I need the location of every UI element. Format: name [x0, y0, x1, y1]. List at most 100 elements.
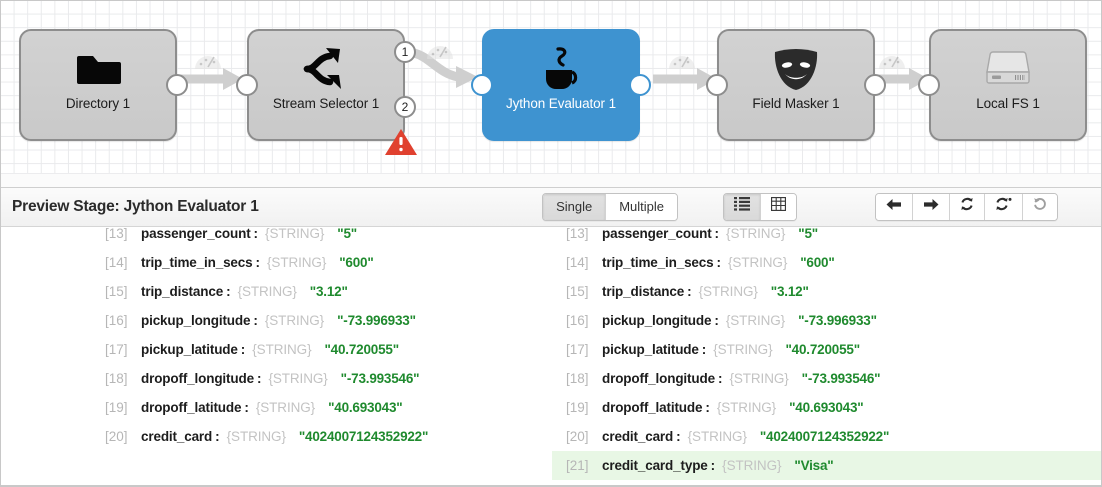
stage-label: Directory 1	[65, 96, 131, 111]
run-preview-button[interactable]	[949, 194, 984, 220]
stage-node-directory[interactable]: Directory 1	[19, 29, 177, 141]
field-name: trip_distance	[141, 284, 224, 299]
arrow-left-icon	[886, 194, 902, 220]
field-index: [16]	[566, 313, 589, 328]
record-field-row[interactable]: [15]trip_distance:{STRING}"3.12"	[552, 277, 1101, 306]
field-index: [20]	[105, 429, 128, 444]
port-jython-input[interactable]	[471, 74, 493, 96]
record-field-row[interactable]: [18]dropoff_longitude:{STRING}"-73.99354…	[1, 364, 552, 393]
field-index: [17]	[105, 342, 128, 357]
field-colon: :	[687, 284, 692, 299]
record-field-row[interactable]: [13]passenger_count:{STRING}"5"	[552, 228, 1101, 248]
preview-toolbar: Preview Stage: Jython Evaluator 1 Single…	[1, 187, 1101, 227]
field-type: {STRING}	[726, 228, 786, 241]
field-value: "-73.993546"	[340, 371, 420, 386]
field-name: pickup_latitude	[141, 342, 238, 357]
record-field-row[interactable]: [14]trip_time_in_secs:{STRING}"600"	[552, 248, 1101, 277]
field-colon: :	[710, 458, 716, 473]
record-field-row[interactable]: [19]dropoff_latitude:{STRING}"40.693043"	[552, 393, 1101, 422]
field-value: "4024007124352922"	[298, 429, 429, 444]
port-number: 2	[401, 100, 409, 114]
port-stream-selector-input[interactable]	[236, 74, 258, 96]
record-field-row[interactable]: [21]credit_card_type:{STRING}"Visa"	[552, 451, 1101, 480]
stage-error-icon[interactable]	[384, 127, 418, 162]
stage-node-field-masker[interactable]: Field Masker 1	[717, 29, 875, 141]
list-view-button[interactable]	[724, 194, 760, 220]
port-directory-output[interactable]	[166, 74, 188, 96]
field-type: {STRING}	[687, 429, 747, 444]
field-colon: :	[717, 371, 723, 386]
undo-icon	[1033, 194, 1047, 220]
list-view-icon	[734, 194, 750, 220]
step-back-button[interactable]	[876, 194, 912, 220]
input-record-panel[interactable]: [13]passenger_count:{STRING}"5"[14]trip_…	[1, 228, 552, 486]
run-with-options-button[interactable]	[984, 194, 1022, 220]
field-colon: :	[676, 429, 681, 444]
field-type: {STRING}	[729, 371, 789, 386]
field-type: {STRING}	[728, 255, 788, 270]
port-field-masker-input[interactable]	[706, 74, 728, 96]
field-colon: :	[226, 284, 231, 299]
record-field-row[interactable]: [18]dropoff_longitude:{STRING}"-73.99354…	[552, 364, 1101, 393]
stage-node-jython-evaluator[interactable]: Jython Evaluator 1	[482, 29, 640, 141]
jython-cup-icon	[538, 45, 584, 93]
refresh-icon	[960, 194, 974, 220]
revert-button[interactable]	[1022, 194, 1057, 220]
field-colon: :	[716, 255, 722, 270]
field-type: {STRING}	[265, 228, 325, 241]
branch-icon	[302, 45, 350, 93]
record-field-row[interactable]: [17]pickup_latitude:{STRING}"40.720055"	[1, 335, 552, 364]
field-type: {STRING}	[237, 284, 297, 299]
field-name: dropoff_latitude	[602, 400, 703, 415]
pipeline-canvas[interactable]: Directory 1 Stream Selector 1 1 2	[1, 1, 1101, 187]
field-value: "5"	[337, 228, 357, 241]
table-view-button[interactable]	[760, 194, 796, 220]
port-field-masker-output[interactable]	[864, 74, 886, 96]
field-name: passenger_count	[602, 228, 712, 241]
record-field-row[interactable]: [14]trip_time_in_secs:{STRING}"600"	[1, 248, 552, 277]
record-field-row[interactable]: [13]passenger_count:{STRING}"5"	[1, 228, 552, 248]
field-index: [19]	[566, 400, 589, 415]
port-local-fs-input[interactable]	[918, 74, 940, 96]
port-stream-selector-output-2[interactable]: 2	[394, 96, 416, 118]
throughput-meter-icon	[195, 56, 221, 69]
stage-label: Field Masker 1	[752, 96, 840, 111]
field-name: credit_card	[141, 429, 213, 444]
output-record-list: [13]passenger_count:{STRING}"5"[14]trip_…	[552, 228, 1101, 480]
port-jython-output[interactable]	[629, 74, 651, 96]
output-record-panel[interactable]: [13]passenger_count:{STRING}"5"[14]trip_…	[552, 228, 1101, 486]
canvas-bottom-edge	[1, 173, 1101, 187]
field-value: "-73.996933"	[337, 313, 416, 328]
field-type: {STRING}	[226, 429, 286, 444]
record-field-row[interactable]: [19]dropoff_latitude:{STRING}"40.693043"	[1, 393, 552, 422]
field-index: [20]	[566, 429, 589, 444]
record-field-row[interactable]: [15]trip_distance:{STRING}"3.12"	[1, 277, 552, 306]
record-field-row[interactable]: [20]credit_card:{STRING}"402400712435292…	[1, 422, 552, 451]
field-colon: :	[714, 313, 719, 328]
field-value: "40.720055"	[785, 342, 860, 357]
stage-node-stream-selector[interactable]: Stream Selector 1	[247, 29, 405, 141]
field-value: "600"	[339, 255, 374, 270]
page-title: Preview Stage: Jython Evaluator 1	[12, 198, 259, 215]
field-type: {STRING}	[725, 313, 786, 328]
field-name: credit_card_type	[602, 458, 708, 473]
field-index: [14]	[566, 255, 589, 270]
field-index: [19]	[105, 400, 128, 415]
field-value: "40.693043"	[789, 400, 864, 415]
record-field-row[interactable]: [16]pickup_longitude:{STRING}"-73.996933…	[1, 306, 552, 335]
stage-node-local-fs[interactable]: Local FS 1	[929, 29, 1087, 141]
field-name: pickup_latitude	[602, 342, 699, 357]
record-field-row[interactable]: [17]pickup_latitude:{STRING}"40.720055"	[552, 335, 1101, 364]
field-colon: :	[701, 342, 707, 357]
record-field-row[interactable]: [20]credit_card:{STRING}"402400712435292…	[552, 422, 1101, 451]
preview-nav-buttons	[875, 193, 1058, 221]
record-field-row[interactable]: [16]pickup_longitude:{STRING}"-73.996933…	[552, 306, 1101, 335]
single-record-button[interactable]: Single	[543, 194, 606, 220]
step-forward-button[interactable]	[912, 194, 949, 220]
port-stream-selector-output-1[interactable]: 1	[394, 41, 416, 63]
multiple-record-button[interactable]: Multiple	[605, 194, 677, 220]
field-type: {STRING}	[713, 342, 773, 357]
field-type: {STRING}	[255, 400, 316, 415]
record-count-toggle: Single Multiple	[542, 193, 678, 221]
